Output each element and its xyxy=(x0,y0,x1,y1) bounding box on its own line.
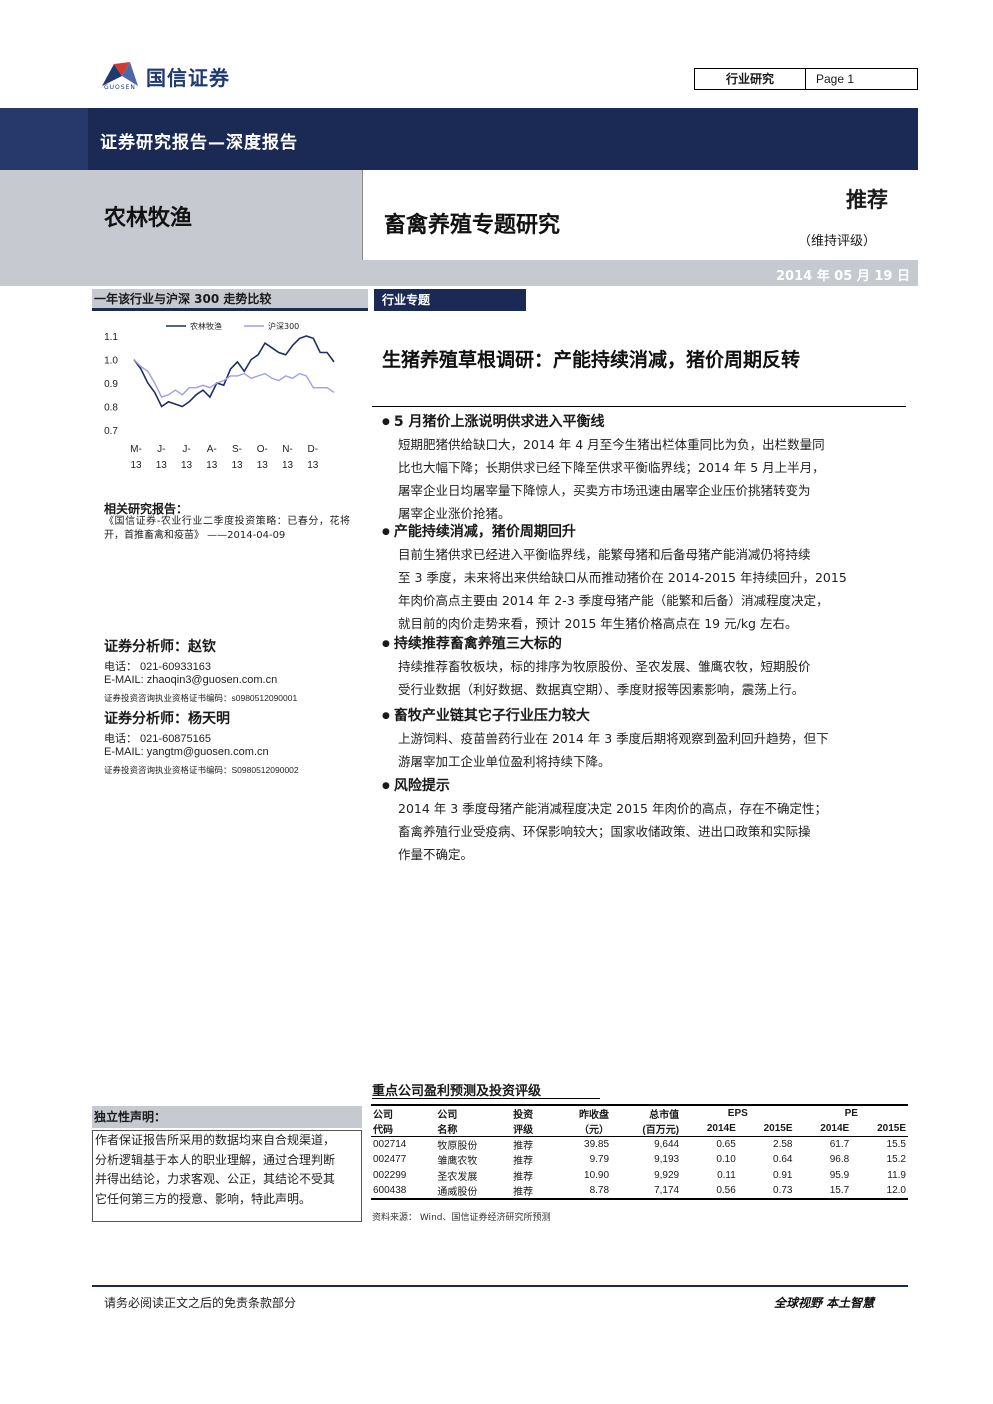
forecast-table: 公司 公司 投资 昨收盘 总市值 EPS PE 代码 名称 评级 （元） (百万… xyxy=(371,1104,908,1200)
x-tick-label: 13 xyxy=(156,460,168,471)
section-body: 持续推荐畜牧板块，标的排序为牧原股份、圣农发展、雏鹰农牧，短期股价 受行业数据（… xyxy=(398,659,811,697)
x-tick-label: 13 xyxy=(181,460,193,471)
section-title: 产能持续消减，猪价周期回升 xyxy=(382,521,576,541)
section-body: 上游饲料、疫苗兽药行业在 2014 年 3 季度后期将观察到盈利回升趋势，但下 … xyxy=(398,731,829,769)
table-header-row: 公司 公司 投资 昨收盘 总市值 EPS PE xyxy=(371,1104,908,1121)
series-line-1 xyxy=(133,335,335,408)
analyst-2-title: 证券分析师：杨天明 xyxy=(104,711,230,727)
section-body: 短期肥猪供给缺口大，2014 年 4 月至今生猪出栏体重同比为负，出栏数量同 比… xyxy=(398,437,825,521)
x-tick-label: A- xyxy=(207,444,217,455)
table-header-row: 代码 名称 评级 （元） (百万元) 2014E 2015E 2014E 201… xyxy=(371,1121,908,1137)
page-info-box: 行业研究 Page 1 xyxy=(694,68,918,90)
legend-label: 沪深300 xyxy=(268,321,299,331)
y-tick-label: 0.8 xyxy=(104,403,118,414)
company-name-en: GUOSEN xyxy=(104,84,136,91)
sector-panel xyxy=(0,170,362,260)
x-tick-label: J- xyxy=(182,444,190,455)
analyst-2-license: 证券投资咨询执业资格证书编码：S0980512090002 xyxy=(104,765,299,775)
banner: 证券研究报告—深度报告 xyxy=(0,108,918,170)
section-title: 畜牧产业链其它子行业压力较大 xyxy=(382,705,590,725)
analyst-2-phone: 电话： 021-60875165 xyxy=(104,733,212,745)
banner-accent xyxy=(0,108,88,170)
report-topic: 畜禽养殖专题研究 xyxy=(384,212,561,238)
section-title: 风险提示 xyxy=(382,775,450,795)
section-body: 2014 年 3 季度母猪产能消减程度决定 2015 年肉价的高点，存在不确定性… xyxy=(398,801,827,862)
x-tick-label: S- xyxy=(232,444,242,455)
sector-name: 农林牧渔 xyxy=(104,205,193,231)
footer-disclaimer-note: 请务必阅读正文之后的免责条款部分 xyxy=(104,1296,297,1310)
date-bar: 2014 年 05 月 19 日 xyxy=(0,260,918,286)
x-tick-label: N- xyxy=(282,444,293,455)
report-tag: 行业专题 xyxy=(374,289,526,311)
analyst-1-title: 证券分析师：赵钦 xyxy=(104,639,216,655)
table-source: 资料来源： Wind、国信证券经济研究所预测 xyxy=(372,1213,551,1223)
x-tick-label: D- xyxy=(307,444,318,455)
x-tick-label: 13 xyxy=(206,460,218,471)
company-logo-icon xyxy=(102,62,138,86)
y-tick-label: 0.7 xyxy=(104,426,118,437)
report-type: 行业研究 xyxy=(695,69,806,89)
related-text: 《国信证券-农业行业二季度投资策略：已春分，花将开，首推畜禽和疫苗》 ——201… xyxy=(104,516,350,541)
x-tick-label: 13 xyxy=(130,460,142,471)
rating-note: （维持评级） xyxy=(798,234,877,249)
x-tick-label: 13 xyxy=(307,460,319,471)
y-tick-label: 0.9 xyxy=(104,379,118,390)
footer-slogan: 全球视野 本土智慧 xyxy=(774,1296,875,1310)
footer-rule xyxy=(92,1285,908,1287)
x-tick-label: 13 xyxy=(231,460,243,471)
disclaimer-box: 作者保证报告所采用的数据均来自合规渠道， 分析逻辑基于本人的职业理解，通过合理判… xyxy=(92,1130,362,1222)
section-body: 目前生猪供求已经进入平衡临界线，能繁母猪和后备母猪产能消减仍将持续 至 3 季度… xyxy=(398,547,847,631)
section-title: 5 月猪价上涨说明供求进入平衡线 xyxy=(382,411,605,431)
x-tick-label: 13 xyxy=(282,460,294,471)
analyst-1-license: 证券投资咨询执业资格证书编码：s0980512090001 xyxy=(104,693,298,703)
header-divider xyxy=(362,170,363,260)
headline-rule xyxy=(372,406,906,407)
report-date: 2014 年 05 月 19 日 xyxy=(776,269,910,284)
analyst-2-email[interactable]: E-MAIL: yangtm@guosen.com.cn xyxy=(104,746,269,758)
banner-title: 证券研究报告—深度报告 xyxy=(100,133,298,153)
page-number: Page 1 xyxy=(816,72,855,86)
section-title: 持续推荐畜禽养殖三大标的 xyxy=(382,633,562,653)
x-tick-label: J- xyxy=(157,444,165,455)
y-tick-label: 1.0 xyxy=(104,356,118,367)
analyst-1-phone: 电话： 021-60933163 xyxy=(104,661,212,673)
legend-label: 农林牧渔 xyxy=(190,321,222,331)
rating: 推荐 xyxy=(846,187,888,212)
table-title-rule xyxy=(372,1098,600,1099)
trend-chart: 1.1 1.0 0.9 0.8 0.7M- 13 J- 13 J- 13 A- 13 S- 13 O- 13 N… xyxy=(104,321,335,471)
disclaimer-heading: 独立性声明： xyxy=(92,1106,362,1128)
company-name: 国信证券 xyxy=(146,66,230,90)
related-heading: 相关研究报告： xyxy=(104,502,189,516)
analyst-1-email[interactable]: E-MAIL: zhaoqin3@guosen.com.cn xyxy=(104,674,278,686)
x-tick-label: O- xyxy=(257,444,268,455)
headline: 生猪养殖草根调研：产能持续消减，猪价周期反转 xyxy=(382,349,801,371)
chart-label: 一年该行业与沪深 300 走势比较 xyxy=(92,289,368,311)
x-tick-label: M- xyxy=(130,444,142,455)
x-tick-label: 13 xyxy=(257,460,269,471)
series-line-2 xyxy=(133,359,335,398)
table-title: 重点公司盈利预测及投资评级 xyxy=(372,1084,542,1099)
y-tick-label: 1.1 xyxy=(104,332,118,343)
